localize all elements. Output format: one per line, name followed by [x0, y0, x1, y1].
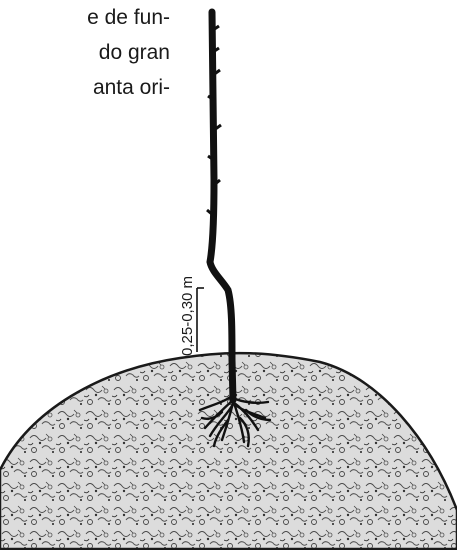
dimension-label: 0,25-0,30 m [179, 276, 196, 356]
soil-mound [0, 353, 457, 549]
dimension-bracket [197, 288, 204, 352]
plant-trunk [210, 12, 233, 400]
